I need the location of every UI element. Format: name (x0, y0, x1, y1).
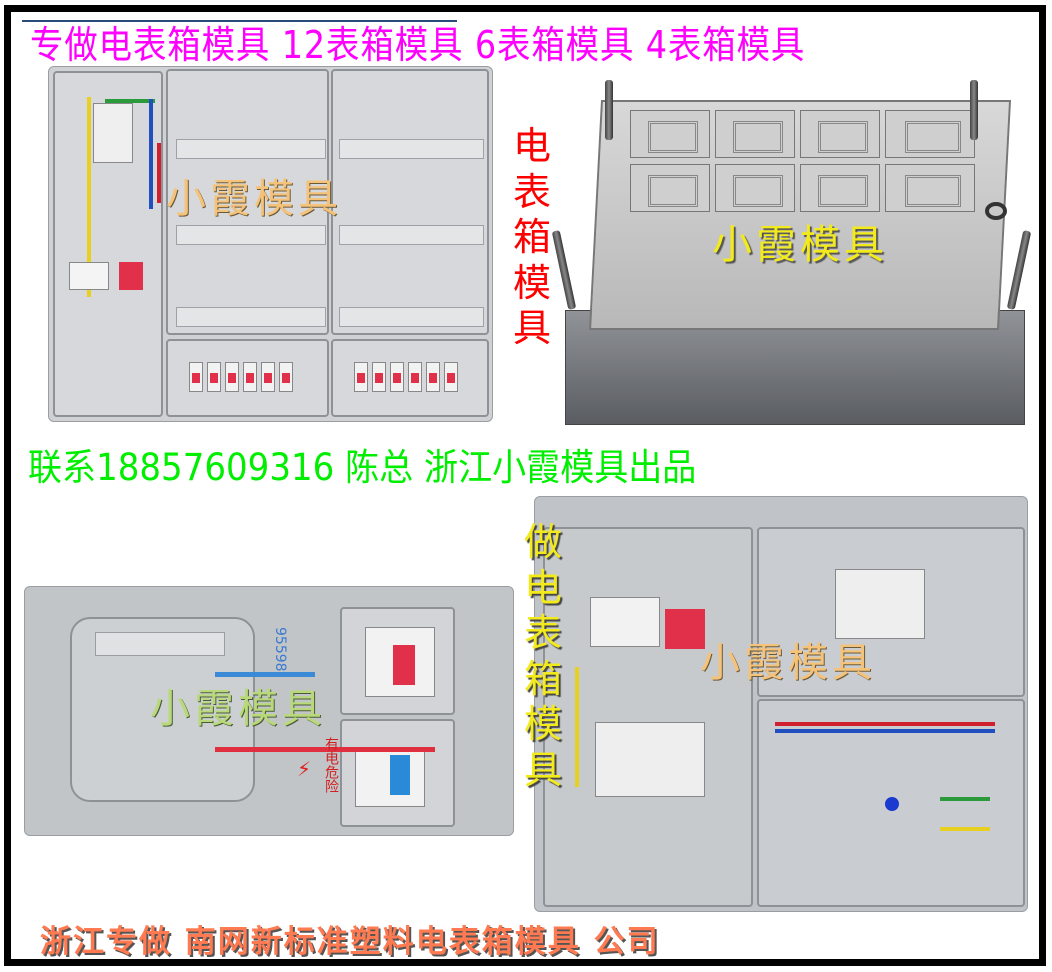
side-label-char: 表 (512, 169, 551, 214)
breaker (189, 362, 203, 392)
meter-box-12-photo (48, 66, 493, 422)
rcd-breaker (69, 262, 109, 290)
cavity (800, 164, 880, 212)
wire-blue (149, 99, 153, 209)
breaker (279, 362, 293, 392)
mold-photo (545, 80, 1033, 430)
watermark: 小霞模具 (166, 176, 342, 222)
contact-line: 联系18857609316 陈总 浙江小霞模具出品 (28, 446, 697, 489)
breaker-group (590, 597, 660, 647)
side-label-char: 表 (523, 611, 562, 656)
warning-label: 有电危险 (323, 737, 339, 793)
side-label-char: 箱 (512, 215, 551, 260)
wire-yellow (940, 827, 990, 831)
cavity (630, 164, 710, 212)
window-latch (95, 632, 225, 656)
shelf (339, 139, 484, 159)
wire-blue (215, 672, 315, 677)
cavity (630, 110, 710, 158)
guide-pin (1006, 230, 1032, 310)
side-label-char: 模 (512, 260, 551, 305)
breaker (207, 362, 221, 392)
lightning-icon: ⚡ (297, 757, 312, 781)
cavity (715, 164, 795, 212)
main-breaker (93, 103, 133, 163)
seal-knob (885, 797, 899, 811)
surge-protector (665, 609, 705, 649)
lifting-eye (985, 202, 1007, 220)
right-compartment (331, 69, 489, 335)
side-label-char: 模 (523, 702, 562, 747)
breaker (408, 362, 422, 392)
shelf (176, 139, 326, 159)
shelf (339, 307, 484, 327)
side-label-char: 具 (512, 306, 551, 351)
guide-pin (551, 230, 577, 310)
breaker-window-top (340, 607, 455, 715)
wire-red (775, 722, 995, 726)
cavity (715, 110, 795, 158)
breaker (261, 362, 275, 392)
watermark: 小霞模具 (712, 222, 888, 268)
shelf (176, 225, 326, 245)
breaker (390, 362, 404, 392)
meter-switch (835, 569, 925, 639)
side-label-char: 电 (512, 124, 551, 168)
breaker (354, 362, 368, 392)
side-label-char: 电 (523, 565, 562, 610)
page-title: 专做电表箱模具 12表箱模具 6表箱模具 4表箱模具 (30, 23, 806, 67)
breaker (225, 362, 239, 392)
wire-yellow (87, 97, 91, 297)
side-label-char: 做 (523, 520, 562, 564)
label-95598: 95598 (272, 627, 288, 672)
cavity (885, 164, 975, 212)
distribution-box-photo (534, 496, 1028, 912)
title-underline (22, 20, 457, 22)
wire-red (215, 747, 435, 752)
shelf (176, 307, 326, 327)
shelf (339, 225, 484, 245)
middle-compartment (166, 69, 329, 335)
cavity (800, 110, 880, 158)
blue-breaker-switch (390, 755, 410, 795)
wire-blue (775, 729, 995, 733)
wire-green (940, 797, 990, 801)
cavity (885, 110, 975, 158)
watermark: 小霞模具 (700, 640, 876, 686)
side-label-char: 箱 (523, 656, 562, 701)
watermark: 小霞模具 (150, 686, 326, 732)
side-label-char: 具 (523, 747, 562, 792)
breaker (444, 362, 458, 392)
single-meter-box-photo: 95598 有电危险 ⚡ (24, 586, 514, 836)
surge-protector (119, 262, 143, 290)
wire-green (105, 99, 155, 103)
main-switch (595, 722, 705, 797)
breaker (426, 362, 440, 392)
red-breaker-switch (393, 645, 415, 685)
wire-yellow (575, 667, 579, 787)
side-label-yellow: 做 电 表 箱 模 具 (523, 520, 563, 794)
guide-pin (605, 80, 613, 140)
guide-pin (970, 80, 978, 140)
breaker (372, 362, 386, 392)
wire-red (157, 143, 161, 203)
footer-slogan: 浙江专做 南网新标准塑料电表箱模具 公司 (40, 924, 660, 960)
side-label-red: 电 表 箱 模 具 (512, 124, 552, 352)
breaker (243, 362, 257, 392)
